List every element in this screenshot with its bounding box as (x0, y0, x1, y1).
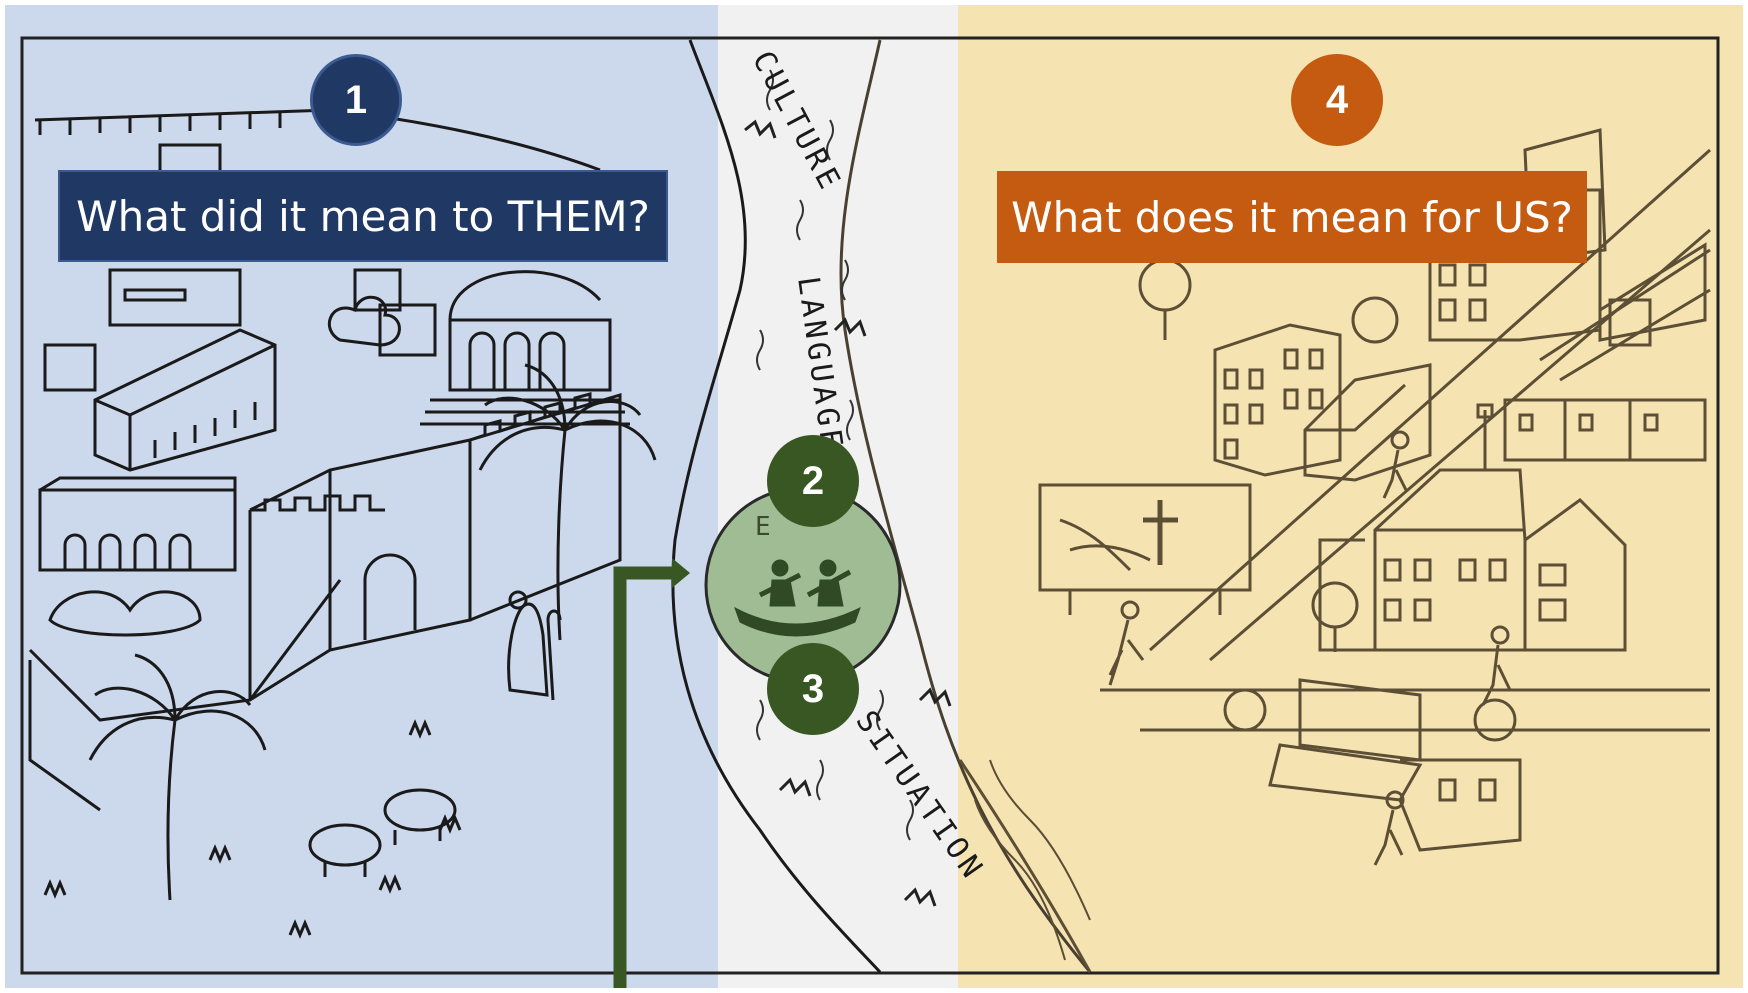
canoe-partial-letter: E (755, 512, 771, 542)
step-3-number: 3 (802, 667, 824, 712)
step-3-badge: 3 (767, 643, 859, 735)
question-us-text: What does it mean for US? (1011, 193, 1573, 242)
step-2-badge: 2 (767, 435, 859, 527)
step-1-badge: 1 (310, 54, 402, 146)
step-4-badge: 4 (1291, 54, 1383, 146)
question-them-text: What did it mean to THEM? (76, 192, 650, 241)
step-2-number: 2 (802, 459, 824, 504)
question-us-banner: What does it mean for US? (997, 171, 1587, 263)
step-4-number: 4 (1326, 78, 1348, 123)
right-panel (958, 5, 1743, 988)
step-1-number: 1 (345, 78, 367, 123)
question-them-banner: What did it mean to THEM? (58, 170, 668, 262)
